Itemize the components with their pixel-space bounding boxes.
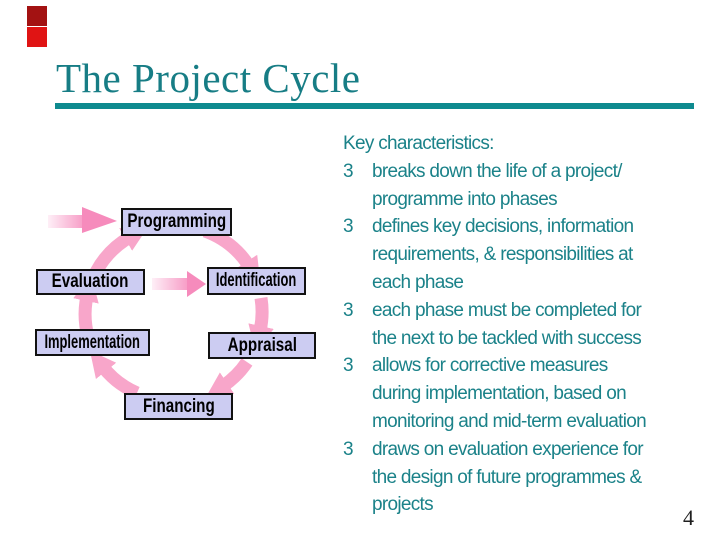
list-item-text: each phase must be completed for the nex…: [372, 299, 642, 349]
page-number: 4: [683, 505, 694, 530]
arrow-evaluation-to-programming: [90, 226, 149, 276]
arrow-appraisal-to-financing: [205, 358, 253, 398]
arrow-evaluation-to-identification: [152, 271, 206, 297]
list-item-text: allows for corrective measures during im…: [372, 355, 647, 432]
stage-box-appraisal: Appraisal: [208, 332, 316, 359]
stage-box-implementation: Implementation: [35, 329, 150, 356]
arrow-identification-to-appraisal: [248, 296, 274, 352]
entry-arrow: [48, 207, 117, 233]
list-item: 3 each phase must be completed for the n…: [343, 297, 711, 353]
list-item: 3 allows for corrective measures during …: [343, 352, 711, 435]
corner-decoration-square-bright: [27, 27, 47, 47]
list-item-text: draws on evaluation experience for the d…: [372, 438, 644, 516]
stage-box-evaluation: Evaluation: [36, 269, 145, 295]
stage-label: Evaluation: [52, 271, 129, 292]
title-underline-rule: [55, 103, 694, 109]
list-item: 3 defines key decisions, information req…: [343, 213, 711, 296]
bullet-glyph: 3: [343, 299, 354, 321]
bullet-glyph: 3: [343, 160, 354, 182]
stage-box-programming: Programming: [121, 208, 232, 236]
stage-label: Programming: [127, 211, 226, 232]
list-item-text: breaks down the life of a project/ progr…: [372, 160, 622, 210]
key-characteristics-block: Key characteristics: 3 breaks down the l…: [343, 130, 711, 519]
list-item: 3 breaks down the life of a project/ pro…: [343, 158, 711, 214]
bullet-glyph: 3: [343, 355, 354, 377]
stage-box-financing: Financing: [124, 393, 233, 420]
arrow-financing-to-implementation: [89, 350, 140, 399]
corner-decoration-square-dark: [27, 6, 47, 26]
stage-box-identification: Identification: [207, 267, 306, 295]
project-cycle-diagram: Programming Identification Appraisal Fin…: [0, 195, 340, 445]
bullet-glyph: 3: [343, 216, 354, 238]
stage-label: Identification: [216, 270, 297, 291]
arrow-programming-to-identification: [202, 224, 261, 284]
page-title: The Project Cycle: [56, 55, 361, 101]
stage-label: Appraisal: [227, 334, 297, 356]
stage-label: Financing: [142, 395, 215, 417]
list-item-text: defines key decisions, information requi…: [372, 216, 634, 293]
bullet-glyph: 3: [343, 438, 354, 460]
stage-label: Implementation: [44, 331, 141, 353]
key-characteristics-heading: Key characteristics:: [343, 133, 494, 154]
list-item: 3 draws on evaluation experience for the…: [343, 436, 711, 519]
